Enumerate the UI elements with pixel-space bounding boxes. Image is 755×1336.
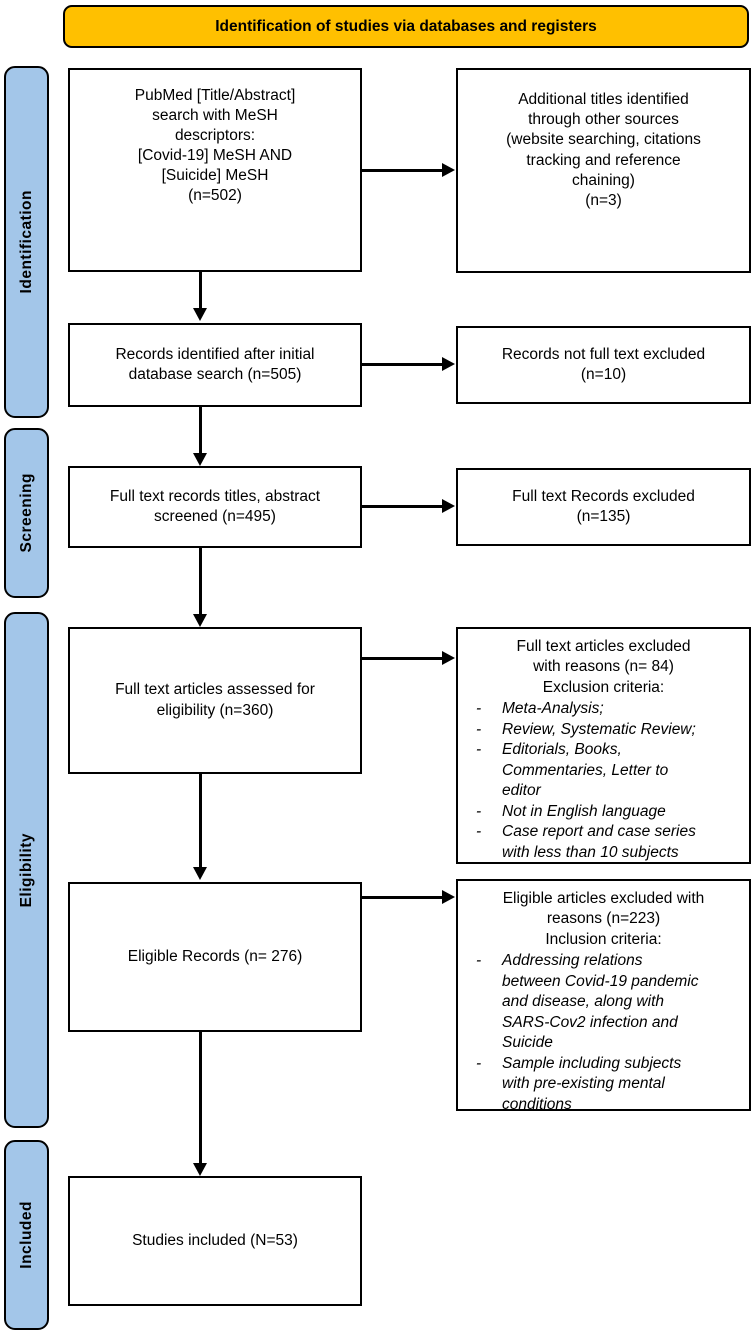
- list-item: - Review, Systematic Review;: [466, 720, 741, 740]
- exclusion-criteria-heading: Full text articles excluded with reasons…: [516, 638, 691, 696]
- exclusion-criterion: Meta-Analysis;: [502, 700, 604, 718]
- arrow-eligible-to-excluded-reasons: [362, 890, 455, 903]
- inclusion-criteria-list: - Addressing relations between Covid-19 …: [466, 951, 741, 1115]
- arrow-pubmed-to-records: [193, 272, 206, 321]
- arrow-records-to-screened: [193, 407, 206, 466]
- list-item: - Not in English language: [466, 802, 741, 822]
- stage-eligibility-label: Eligibility: [17, 832, 35, 908]
- exclusion-criterion: Case report and case series with less th…: [502, 823, 696, 861]
- box-full-text-screened: Full text records titles, abstract scree…: [68, 466, 362, 548]
- stage-screening-label: Screening: [17, 473, 35, 553]
- box-records-identified: Records identified after initial databas…: [68, 323, 362, 407]
- box-additional-titles-text: Additional titles identified through oth…: [506, 91, 701, 209]
- inclusion-criterion: Sample including subjects with pre-exist…: [502, 1054, 682, 1113]
- box-records-not-full-text-excluded-text: Records not full text excluded (n=10): [501, 345, 706, 383]
- inclusion-criterion: Addressing relations between Covid-19 pa…: [502, 952, 699, 1052]
- stage-included-label: Included: [17, 1201, 35, 1269]
- bullet-dash: -: [476, 741, 482, 759]
- list-item: - Meta-Analysis;: [466, 699, 741, 719]
- flow-title-banner: Identification of studies via databases …: [63, 5, 749, 48]
- bullet-dash: -: [476, 720, 482, 738]
- arrow-screened-to-excluded: [362, 499, 455, 512]
- box-records-not-full-text-excluded: Records not full text excluded (n=10): [456, 326, 751, 404]
- arrow-assessed-to-excluded-reasons: [362, 651, 455, 664]
- stage-identification: Identification: [4, 66, 49, 418]
- box-assessed-for-eligibility-text: Full text articles assessed for eligibil…: [115, 681, 315, 719]
- list-item: - Sample including subjects with pre-exi…: [466, 1054, 741, 1115]
- arrow-eligible-to-included: [193, 1032, 206, 1176]
- box-full-text-records-excluded-text: Full text Records excluded (n=135): [512, 487, 695, 525]
- stage-included: Included: [4, 1140, 49, 1330]
- box-studies-included-text: Studies included (N=53): [132, 1231, 298, 1249]
- exclusion-criterion: Not in English language: [502, 802, 666, 820]
- bullet-dash: -: [476, 1054, 482, 1072]
- bullet-dash: -: [476, 823, 482, 841]
- list-item: - Case report and case series with less …: [466, 822, 741, 863]
- exclusion-criterion: Review, Systematic Review;: [502, 720, 696, 738]
- box-additional-titles: Additional titles identified through oth…: [456, 68, 751, 273]
- exclusion-criteria-list: - Meta-Analysis; - Review, Systematic Re…: [466, 699, 741, 863]
- box-studies-included: Studies included (N=53): [68, 1176, 362, 1306]
- box-full-text-records-excluded: Full text Records excluded (n=135): [456, 468, 751, 546]
- box-assessed-for-eligibility: Full text articles assessed for eligibil…: [68, 627, 362, 774]
- box-eligible-records: Eligible Records (n= 276): [68, 882, 362, 1032]
- inclusion-criteria-heading: Eligible articles excluded with reasons …: [502, 890, 705, 948]
- stage-screening: Screening: [4, 428, 49, 598]
- arrow-screened-to-assessed: [193, 548, 206, 627]
- list-item: - Editorials, Books, Commentaries, Lette…: [466, 740, 741, 801]
- box-records-identified-text: Records identified after initial databas…: [115, 345, 315, 383]
- bullet-dash: -: [476, 802, 482, 820]
- box-full-text-excluded-reasons: Full text articles excluded with reasons…: [456, 627, 751, 864]
- box-eligible-excluded-reasons: Eligible articles excluded with reasons …: [456, 879, 751, 1113]
- box-pubmed-search-text: PubMed [Title/Abstract] search with MeSH…: [134, 86, 296, 205]
- bullet-dash: -: [476, 952, 482, 970]
- list-item: - Addressing relations between Covid-19 …: [466, 951, 741, 1053]
- exclusion-criterion: Editorials, Books, Commentaries, Letter …: [502, 741, 669, 800]
- stage-eligibility: Eligibility: [4, 612, 49, 1128]
- arrow-pubmed-to-additional: [362, 163, 455, 176]
- stage-identification-label: Identification: [17, 190, 35, 294]
- flow-title: Identification of studies via databases …: [215, 17, 597, 35]
- box-pubmed-search: PubMed [Title/Abstract] search with MeSH…: [68, 68, 362, 272]
- box-eligible-records-text: Eligible Records (n= 276): [127, 947, 303, 965]
- box-full-text-screened-text: Full text records titles, abstract scree…: [109, 487, 321, 525]
- arrow-records-to-not-full-text: [362, 357, 455, 370]
- arrow-assessed-to-eligible: [193, 774, 206, 880]
- bullet-dash: -: [476, 700, 482, 718]
